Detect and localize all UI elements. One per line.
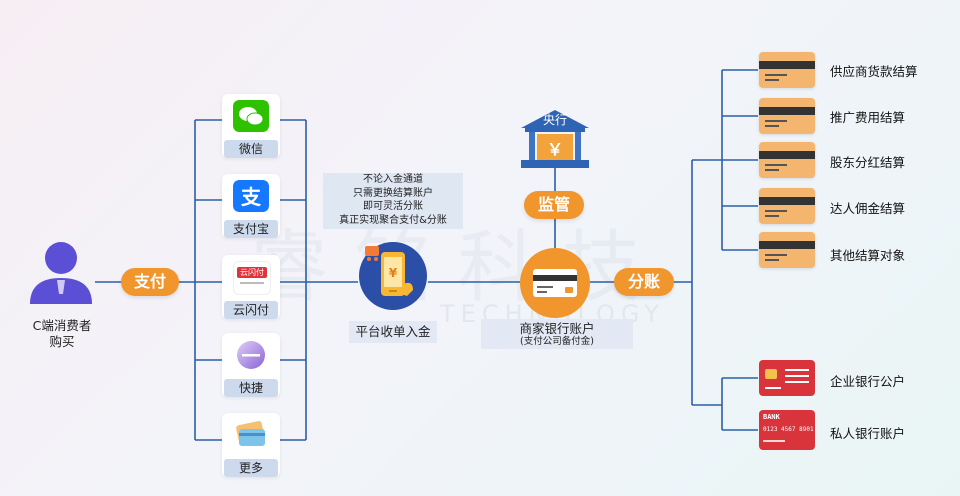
split-pill: 分账 <box>614 268 674 296</box>
info-line: 只需更换结算账户 <box>353 187 433 199</box>
central-bank-label: 央行 <box>542 113 567 127</box>
method-label: 微信 <box>224 140 278 158</box>
pay-pill: 支付 <box>121 268 179 296</box>
method-label: 支付宝 <box>224 220 278 238</box>
supervision-pill: 监管 <box>524 191 584 219</box>
target-other: 其他结算对象 <box>830 248 906 263</box>
consumer-label-line2: 购买 <box>49 334 75 349</box>
alipay-icon: 支 <box>233 180 269 212</box>
unionpay-icon-text: 云闪付 <box>237 267 267 278</box>
merchant-sub: (支付公司备付金) <box>520 336 594 347</box>
corporate-bank-card-icon <box>759 360 815 396</box>
method-label: 快捷 <box>224 379 278 397</box>
method-card-alipay[interactable]: 支 支付宝 <box>222 174 280 238</box>
personal-bank-card-icon: BANK 0123 4567 8901 <box>759 410 815 450</box>
method-card-wechat[interactable]: 微信 <box>222 94 280 158</box>
method-label: 云闪付 <box>224 301 278 319</box>
merchant-account-icon <box>520 248 590 318</box>
platform-phone-icon: ¥ <box>359 242 427 310</box>
settlement-card-icon <box>759 188 815 224</box>
bank-card-number: 0123 4567 8901 <box>763 426 814 433</box>
merchant-label: 商家银行账户 <box>519 321 595 336</box>
consumer-avatar-icon <box>30 242 92 304</box>
info-line: 不论入金通道 <box>363 174 423 185</box>
unionpay-icon: 云闪付 <box>233 261 271 295</box>
info-line: 真正实现聚合支付&分账 <box>339 214 447 226</box>
info-line: 即可灵活分账 <box>363 201 423 212</box>
more-cards-icon <box>236 421 265 446</box>
settlement-card-icon <box>759 232 815 268</box>
method-card-more[interactable]: 更多 <box>222 413 280 477</box>
settlement-card-icon <box>759 52 815 88</box>
target-dividend: 股东分红结算 <box>830 155 906 170</box>
svg-text:支: 支 <box>241 185 262 209</box>
consumer-label: C端消费者 购买 <box>20 318 104 350</box>
method-label: 更多 <box>224 459 278 477</box>
bank-card-brand: BANK <box>763 413 780 421</box>
central-bank-icon <box>521 110 589 168</box>
merchant-caption: 商家银行账户 (支付公司备付金) <box>481 319 633 349</box>
settlement-card-icon <box>759 98 815 134</box>
target-personal-account: 私人银行账户 <box>830 426 906 441</box>
method-card-unionpay[interactable]: 云闪付 云闪付 <box>222 255 280 319</box>
settlement-card-icon <box>759 142 815 178</box>
target-supplier: 供应商货款结算 <box>830 64 918 79</box>
yuan-symbol: ￥ <box>546 140 563 159</box>
platform-label: 平台收单入金 <box>349 321 437 343</box>
target-promotion: 推广费用结算 <box>830 110 906 125</box>
target-corporate-account: 企业银行公户 <box>830 374 906 389</box>
svg-text:¥: ¥ <box>389 266 398 280</box>
platform-info-box: 不论入金通道 只需更换结算账户 即可灵活分账 真正实现聚合支付&分账 <box>323 173 463 229</box>
target-commission: 达人佣金结算 <box>830 201 906 216</box>
quickpay-icon <box>237 341 265 369</box>
wechat-icon <box>233 100 269 132</box>
method-card-quickpay[interactable]: 快捷 <box>222 333 280 397</box>
consumer-label-line1: C端消费者 <box>32 318 92 333</box>
